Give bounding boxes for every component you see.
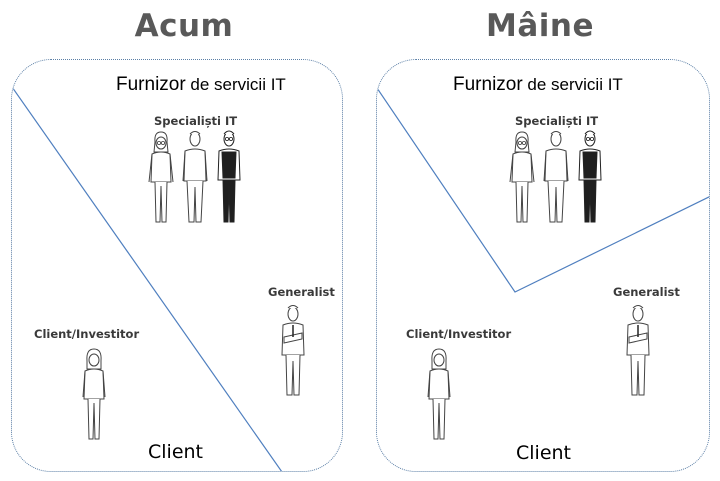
specialists-label-now: Specialiști IT <box>154 114 238 128</box>
panel-now-frame <box>11 59 343 472</box>
panel-title-tomorrow: Mâine <box>486 8 594 44</box>
woman-figure-icon <box>82 348 106 440</box>
man-casual-figure-icon <box>543 131 569 223</box>
provider-rest-text: de servicii IT <box>522 75 623 94</box>
v-shape-divider <box>377 87 709 293</box>
man-arms-crossed-figure-icon <box>626 305 650 396</box>
provider-rest-text: de servicii IT <box>185 75 286 94</box>
diagonal-divider <box>12 86 283 471</box>
divider-line-now <box>12 86 283 471</box>
client-label-tomorrow: Client <box>516 442 572 464</box>
client-label-now: Client <box>148 441 204 463</box>
panel-title-now: Acum <box>134 8 234 44</box>
man-casual-figure-icon <box>182 131 208 223</box>
investor-label-now: Client/Investitor <box>34 327 140 341</box>
provider-label-now: Furnizor de servicii IT <box>116 74 286 96</box>
woman-figure-icon <box>427 348 451 440</box>
woman-with-glasses-figure-icon <box>148 131 174 223</box>
panel-tomorrow-frame <box>376 59 710 472</box>
specialists-label-tomorrow: Specialiști IT <box>515 114 599 128</box>
divider-line-tomorrow <box>377 87 709 293</box>
generalist-label-tomorrow: Generalist <box>613 285 680 299</box>
investor-label-tomorrow: Client/Investitor <box>406 327 512 341</box>
man-dark-suit-figure-icon <box>578 130 602 223</box>
generalist-label-now: Generalist <box>268 285 335 299</box>
man-arms-crossed-figure-icon <box>281 305 305 396</box>
man-dark-suit-figure-icon <box>217 130 241 223</box>
provider-label-tomorrow: Furnizor de servicii IT <box>453 74 623 96</box>
woman-with-glasses-figure-icon <box>509 131 535 223</box>
provider-strong-text: Furnizor <box>453 74 523 95</box>
provider-strong-text: Furnizor <box>116 74 186 95</box>
